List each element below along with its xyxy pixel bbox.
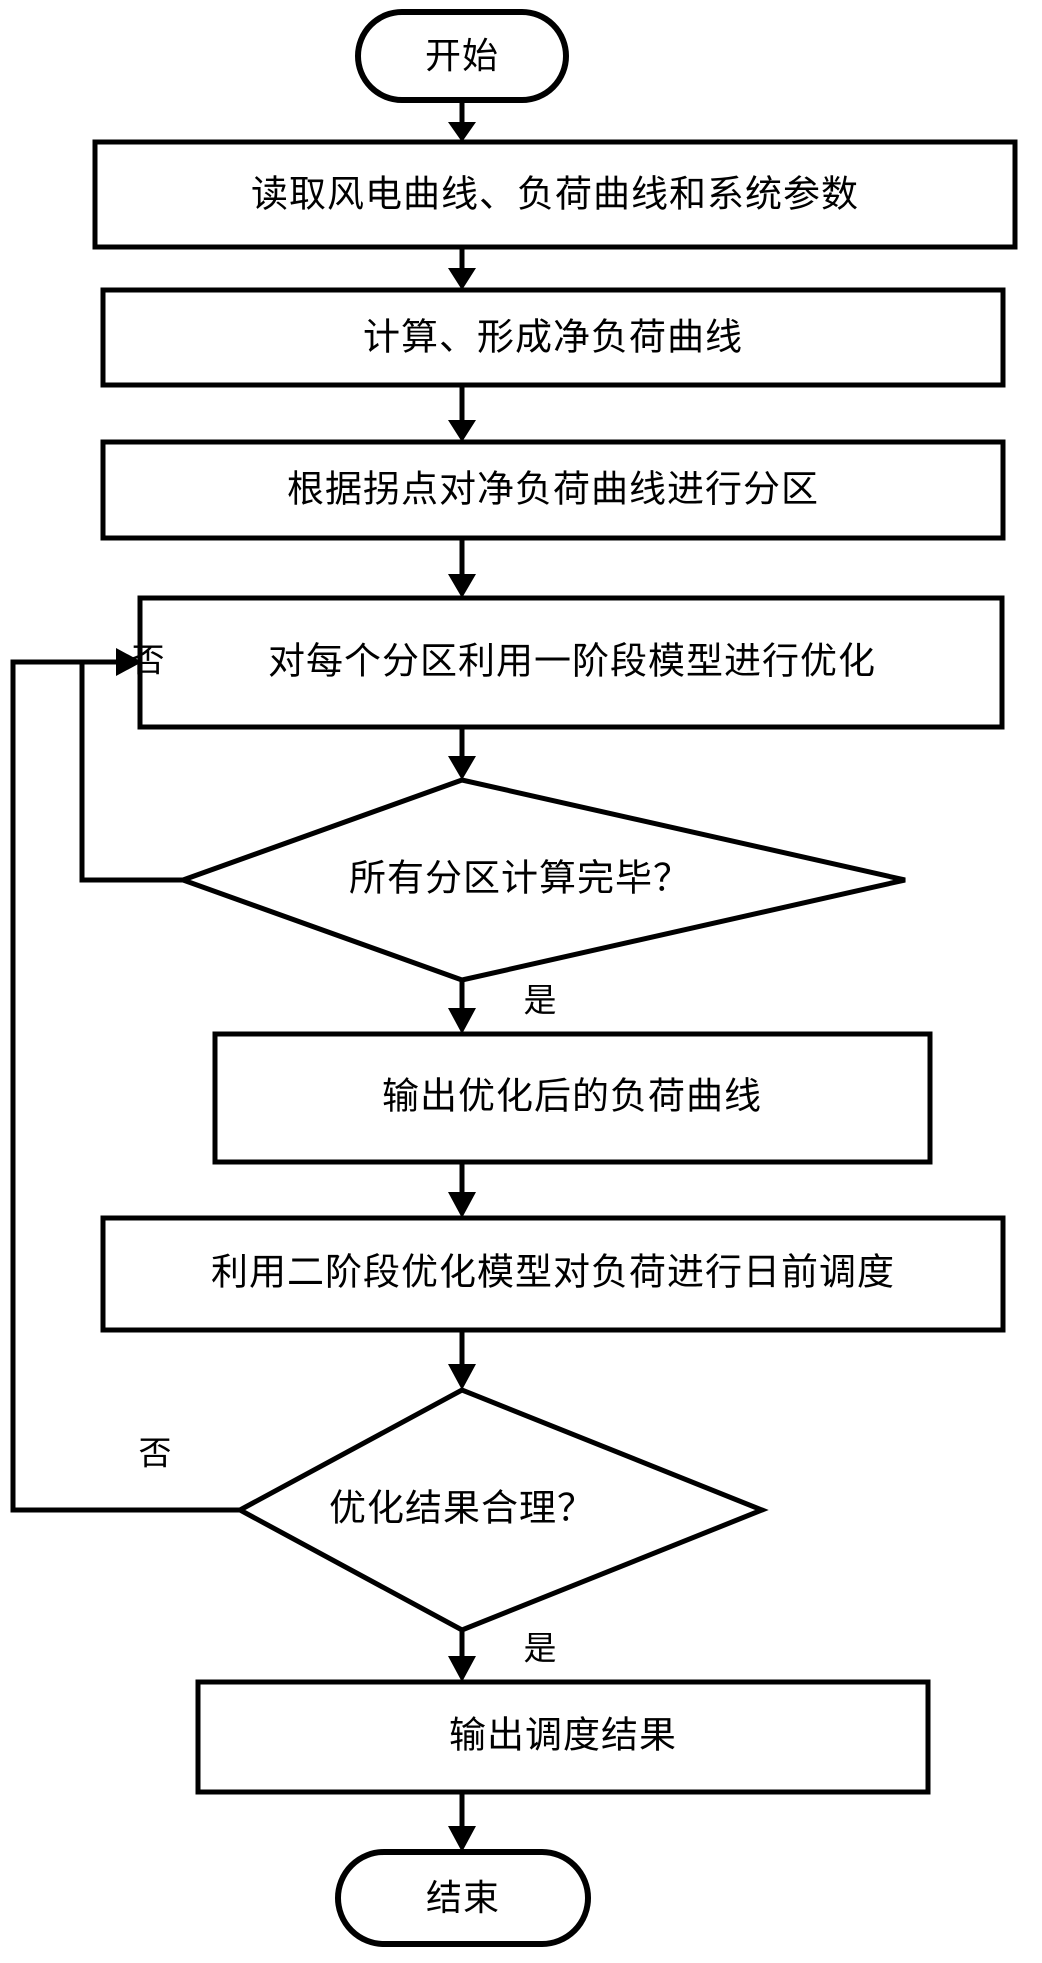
- step5-process-shape: [212, 1031, 933, 1165]
- step5-label: 输出优化后的负荷曲线: [382, 1075, 762, 1118]
- decision1-label: 所有分区计算完毕？: [349, 857, 691, 900]
- step1-label: 读取风电曲线、负荷曲线和系统参数: [251, 173, 859, 216]
- step2-process-shape: [100, 287, 1006, 388]
- end-terminator-shape: [335, 1849, 591, 1947]
- connector-step7-to-end: [448, 1792, 476, 1852]
- node-step3[interactable]: 根据拐点对净负荷曲线进行分区: [100, 439, 1006, 541]
- connector-start-to-step1: [448, 100, 476, 142]
- step4-label: 对每个分区利用一阶段模型进行优化: [268, 640, 876, 683]
- end-label: 结束: [426, 1878, 500, 1919]
- connector-step4-to-decision1: [448, 727, 476, 780]
- node-end[interactable]: 结束: [335, 1849, 591, 1947]
- start-terminator-shape: [355, 9, 569, 103]
- edge-label-decision2-no: 否: [139, 1434, 172, 1473]
- connector-decision2-to-step7: [448, 1630, 476, 1682]
- edge-label-decision2-yes: 是: [524, 1629, 557, 1668]
- node-decision2[interactable]: 优化结果合理？: [234, 1387, 769, 1633]
- node-start[interactable]: 开始: [355, 9, 569, 103]
- connector-decision1-no-loop: [79, 648, 183, 883]
- node-step6[interactable]: 利用二阶段优化模型对负荷进行日前调度: [100, 1215, 1006, 1333]
- step6-label: 利用二阶段优化模型对负荷进行日前调度: [211, 1251, 895, 1294]
- step4-process-shape: [137, 595, 1005, 730]
- edge-label-decision1-yes: 是: [524, 981, 557, 1020]
- step6-process-shape: [100, 1215, 1006, 1333]
- connector-step5-to-step6: [448, 1162, 476, 1218]
- step3-process-shape: [100, 439, 1006, 541]
- connector-decision1-to-step5: [448, 980, 476, 1034]
- connector-step6-to-decision2: [448, 1330, 476, 1390]
- step3-label: 根据拐点对净负荷曲线进行分区: [287, 468, 819, 511]
- edge-label-decision1-no: 否: [132, 641, 165, 680]
- node-decision1[interactable]: 所有分区计算完毕？: [175, 777, 906, 983]
- connector-step3-to-step4: [448, 538, 476, 598]
- decision1-diamond-shape: [175, 777, 906, 983]
- connector-step2-to-step3: [448, 385, 476, 442]
- connector-decision2-no-loop: [10, 659, 240, 1513]
- decision2-label: 优化结果合理？: [329, 1487, 595, 1530]
- step7-process-shape: [195, 1679, 931, 1795]
- node-step4[interactable]: 对每个分区利用一阶段模型进行优化: [137, 595, 1005, 730]
- node-step1[interactable]: 读取风电曲线、负荷曲线和系统参数: [92, 139, 1018, 250]
- decision2-diamond-shape: [234, 1387, 769, 1633]
- node-step5[interactable]: 输出优化后的负荷曲线: [212, 1031, 933, 1165]
- node-step2[interactable]: 计算、形成净负荷曲线: [100, 287, 1006, 388]
- step1-process-shape: [92, 139, 1018, 250]
- step7-label: 输出调度结果: [449, 1714, 677, 1757]
- node-step7[interactable]: 输出调度结果: [195, 1679, 931, 1795]
- connector-step1-to-step2: [448, 247, 476, 290]
- start-label: 开始: [425, 36, 499, 77]
- step2-label: 计算、形成净负荷曲线: [363, 316, 743, 359]
